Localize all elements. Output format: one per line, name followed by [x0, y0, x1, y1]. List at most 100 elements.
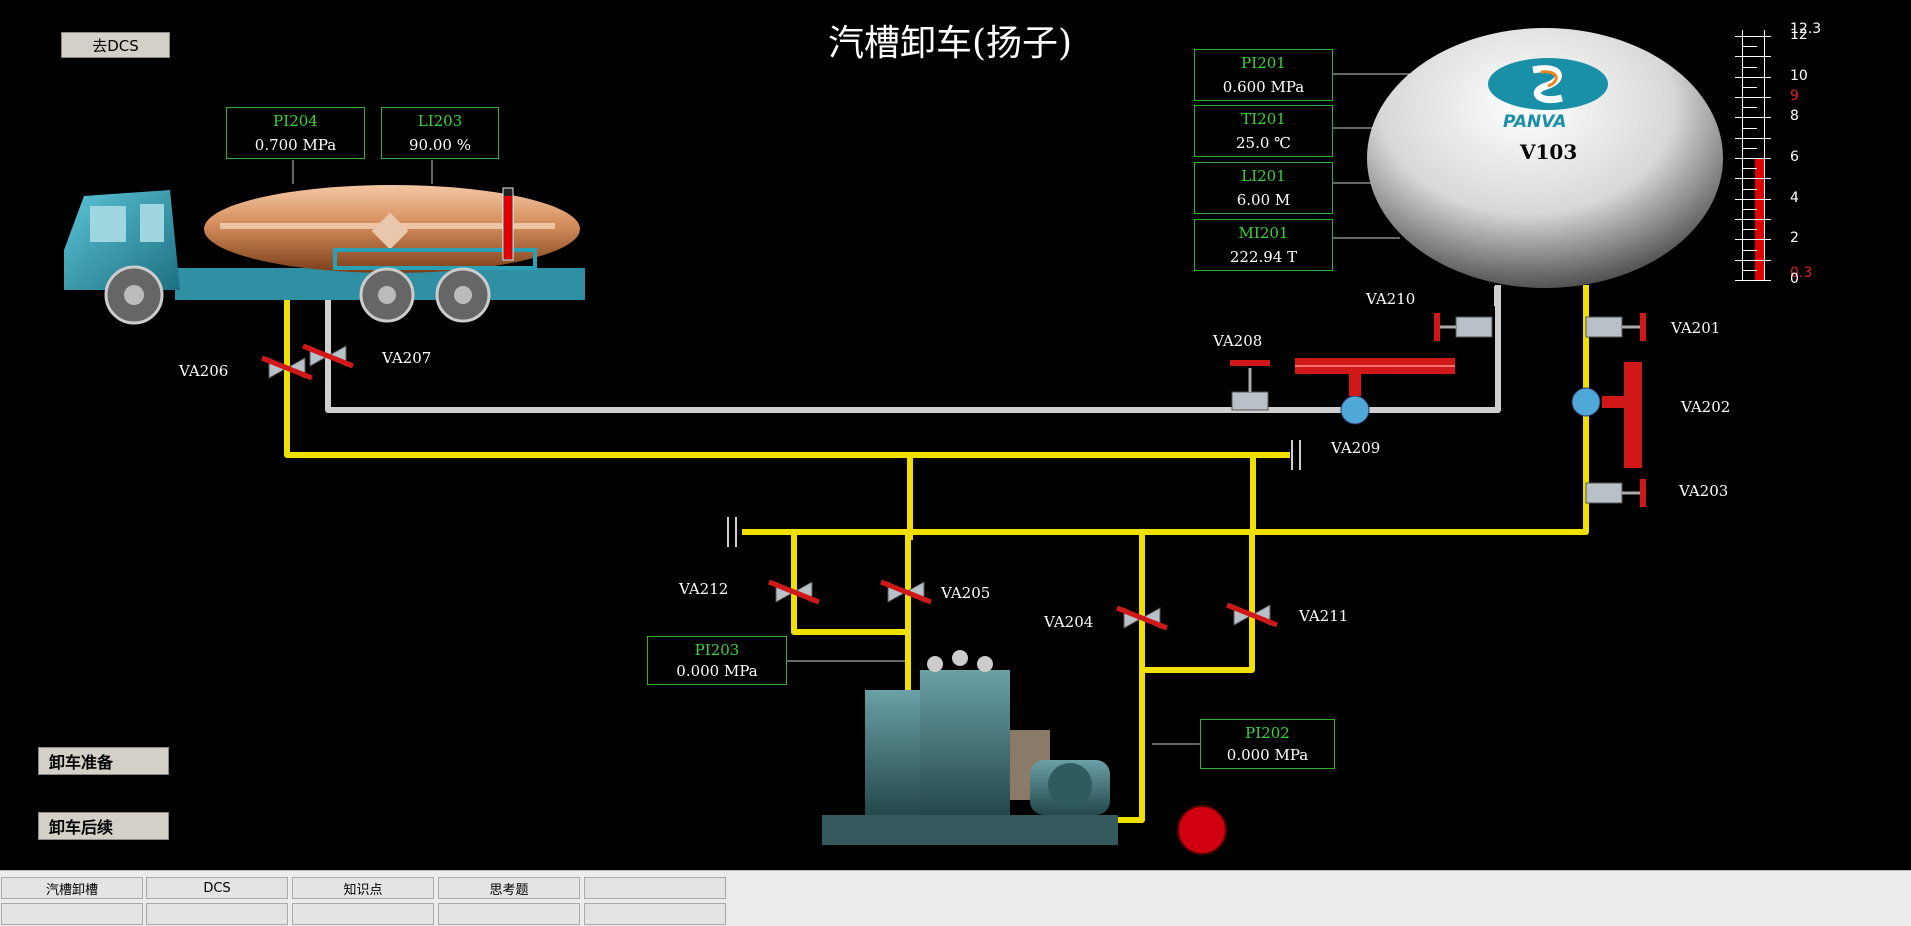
valve-label-va210[interactable]: VA210: [1366, 290, 1416, 308]
tab-questions[interactable]: 思考题: [438, 877, 580, 899]
pi202-value: 0.000 MPa: [1226, 746, 1309, 764]
page-title: 汽槽卸车(扬子): [827, 23, 1073, 64]
scale-label: 0: [1790, 271, 1799, 287]
piping-diagram: [64, 28, 1723, 855]
valve-va208: [1230, 360, 1270, 411]
ti201-tag: TI201: [1241, 110, 1286, 128]
valve-va207: [302, 343, 354, 369]
valve-label-va204[interactable]: VA204: [1044, 613, 1094, 631]
process-canvas: 汽槽卸车(扬子) 去DCS 卸车准备 卸车后续: [38, 21, 1822, 855]
valve-va205: [880, 579, 932, 605]
valve-label-va209[interactable]: VA209: [1331, 439, 1381, 457]
scale-label: 10: [1790, 67, 1808, 84]
valve-label-va202[interactable]: VA202: [1681, 398, 1731, 416]
scale-label: 8: [1790, 108, 1799, 125]
valve-label-va212[interactable]: VA212: [679, 580, 729, 598]
instrument-li201[interactable]: LI201 6.00 M: [1194, 162, 1333, 214]
scale-tick: [1743, 127, 1757, 129]
unload-followup-button[interactable]: 卸车后续: [38, 812, 169, 840]
instrument-pi204[interactable]: PI204 0.700 MPa: [226, 107, 365, 159]
pi201-tag: PI201: [1241, 54, 1286, 72]
valve-label-va201[interactable]: VA201: [1671, 319, 1721, 337]
li203-value: 90.00 %: [409, 136, 471, 154]
valve-va203: [1585, 479, 1646, 507]
tab-dcs[interactable]: DCS: [146, 877, 288, 899]
bottom-tab-bar: 汽槽卸槽 DCS 知识点 思考题: [0, 870, 1911, 926]
scale-label: 2: [1790, 230, 1799, 247]
li203-tag: LI203: [417, 112, 463, 130]
scale-tick: [1743, 86, 1757, 88]
ti201-value: 25.0 ℃: [1236, 134, 1291, 152]
scale-tick: [1735, 280, 1771, 281]
scale-tick: [1743, 107, 1757, 109]
unload-prepare-button[interactable]: 卸车准备: [38, 747, 169, 775]
pi202-tag: PI202: [1245, 724, 1290, 742]
truck-level-gauge: [502, 187, 514, 261]
tank-name-label: V103: [1520, 140, 1578, 164]
scale-tick: [1743, 66, 1757, 68]
li201-value: 6.00 M: [1236, 191, 1291, 209]
valve-label-va206[interactable]: VA206: [179, 362, 229, 380]
valve-va210: [1434, 313, 1493, 341]
emergency-stop-button: [1177, 805, 1227, 855]
compressor-unit: [822, 650, 1118, 845]
tab-row2-4[interactable]: [438, 903, 580, 925]
scale-label: 4: [1790, 189, 1799, 206]
scale-tick: [1743, 249, 1757, 251]
pi204-value: 0.700 MPa: [254, 136, 337, 154]
valve-va211: [1226, 602, 1278, 628]
valve-label-va211[interactable]: VA211: [1299, 607, 1349, 625]
instrument-ti201[interactable]: TI201 25.0 ℃: [1194, 105, 1333, 157]
valve-va201: [1585, 313, 1646, 341]
mi201-tag: MI201: [1238, 224, 1289, 242]
scale-tick: [1735, 97, 1771, 99]
instrument-pi203[interactable]: PI203 0.000 MPa: [647, 636, 787, 685]
valve-label-va208[interactable]: VA208: [1213, 332, 1263, 350]
instrument-pi202[interactable]: PI202 0.000 MPa: [1200, 719, 1335, 769]
tab-row2-2[interactable]: [146, 903, 288, 925]
li201-tag: LI201: [1241, 167, 1286, 185]
scale-label: 0.3: [1790, 264, 1813, 281]
scale-tick: [1735, 259, 1771, 261]
valve-label-va203[interactable]: VA203: [1679, 482, 1729, 500]
scale-tick: [1735, 56, 1771, 58]
tab-row2-3[interactable]: [292, 903, 434, 925]
valve-label-va205[interactable]: VA205: [941, 584, 991, 602]
scale-tick: [1743, 229, 1757, 231]
panva-logo: [1488, 58, 1608, 110]
tank-level-scale: [1735, 28, 1795, 283]
valve-va209: [1295, 358, 1455, 425]
scale-tick: [1743, 46, 1757, 48]
tab-tanker-unload[interactable]: 汽槽卸槽: [1, 877, 143, 899]
scale-tick: [1743, 188, 1757, 190]
tab-row2-1[interactable]: [1, 903, 143, 925]
instrument-li203[interactable]: LI203 90.00 %: [381, 107, 499, 159]
scale-tick: [1735, 239, 1771, 241]
scale-tick: [1735, 36, 1771, 38]
tab-empty[interactable]: [584, 877, 726, 899]
scale-tick: [1735, 178, 1771, 180]
pi203-value: 0.000 MPa: [676, 662, 758, 680]
scale-label: 12.3: [1790, 21, 1822, 37]
scale-tick: [1743, 168, 1757, 170]
pi203-tag: PI203: [694, 641, 740, 659]
scale-tick: [1735, 76, 1771, 78]
tab-row2-5[interactable]: [584, 903, 726, 925]
instrument-pi201[interactable]: PI201 0.600 MPa: [1194, 49, 1333, 101]
tab-knowledge[interactable]: 知识点: [292, 877, 434, 899]
scale-tick: [1743, 269, 1757, 271]
scale-tick: [1735, 219, 1771, 221]
scale-tick: [1735, 158, 1771, 160]
panva-logo-text: PANVA: [1503, 112, 1567, 132]
valve-va204: [1116, 605, 1168, 631]
scale-tick: [1743, 147, 1757, 149]
valve-label-va207[interactable]: VA207: [382, 349, 432, 367]
scale-tick: [1743, 208, 1757, 210]
valve-va206: [261, 355, 313, 381]
instrument-mi201[interactable]: MI201 222.94 T: [1194, 219, 1333, 271]
scale-label: 6: [1790, 149, 1799, 166]
scale-tick: [1735, 137, 1771, 139]
go-dcs-button[interactable]: 去DCS: [61, 32, 170, 58]
storage-tank-v103: [1367, 28, 1723, 288]
valve-va212: [768, 579, 820, 605]
